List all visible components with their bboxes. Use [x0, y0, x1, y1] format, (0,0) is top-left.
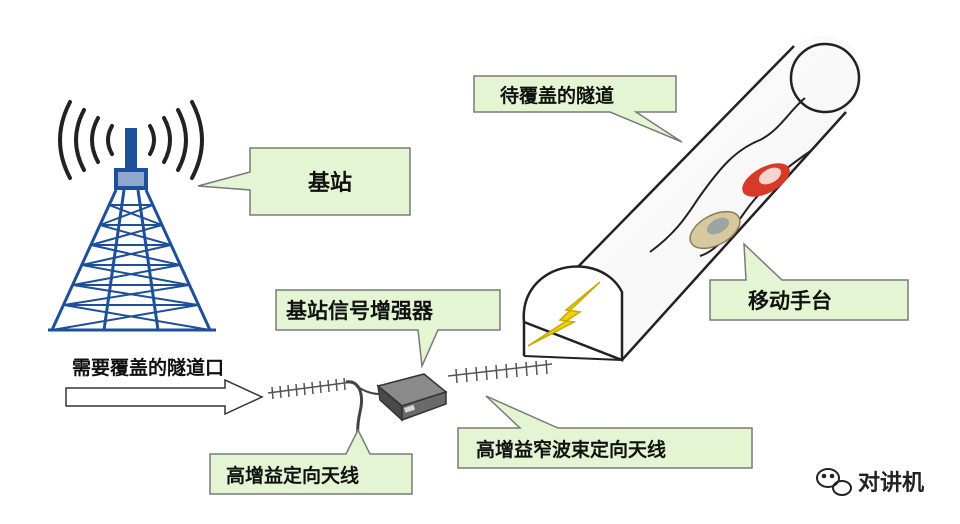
base-station-callout: 基站	[197, 147, 411, 216]
directional-antenna-label: 高增益定向天线	[226, 464, 359, 487]
lightning-signal-icon	[527, 281, 601, 347]
narrow-beam-antenna-icon	[447, 359, 553, 384]
signal-waves-icon	[58, 100, 204, 180]
tunnel-entrance-arrow-icon	[65, 378, 264, 416]
red-car-icon	[742, 163, 790, 197]
directional-antenna-callout: 高增益定向天线	[209, 428, 413, 495]
chat-bubble-icon	[816, 468, 852, 496]
mobile-unit-label: 移动手台	[748, 289, 832, 313]
connecting-cable	[355, 385, 381, 395]
base-station-tower-icon	[48, 128, 216, 332]
watermark-text: 对讲机	[858, 471, 924, 496]
high-gain-directional-antenna-icon	[267, 377, 363, 453]
signal-booster-device-icon	[376, 373, 448, 422]
tunnel-to-cover-label: 待覆盖的隧道	[500, 84, 614, 107]
tunnel-to-cover-callout: 待覆盖的隧道	[473, 75, 683, 143]
booster-callout: 基站信号增强器	[275, 289, 501, 369]
base-station-label: 基站	[308, 171, 352, 196]
narrow-beam-antenna-callout: 高增益窄波束定向天线	[457, 395, 753, 469]
beige-car-icon	[689, 210, 741, 250]
tunnel-entrance-label: 需要覆盖的隧道口	[72, 356, 224, 379]
narrow-beam-antenna-label: 高增益窄波束定向天线	[476, 438, 666, 461]
booster-label: 基站信号增强器	[286, 299, 434, 323]
watermark: 对讲机	[816, 468, 924, 496]
mobile-unit-callout: 移动手台	[709, 242, 909, 321]
